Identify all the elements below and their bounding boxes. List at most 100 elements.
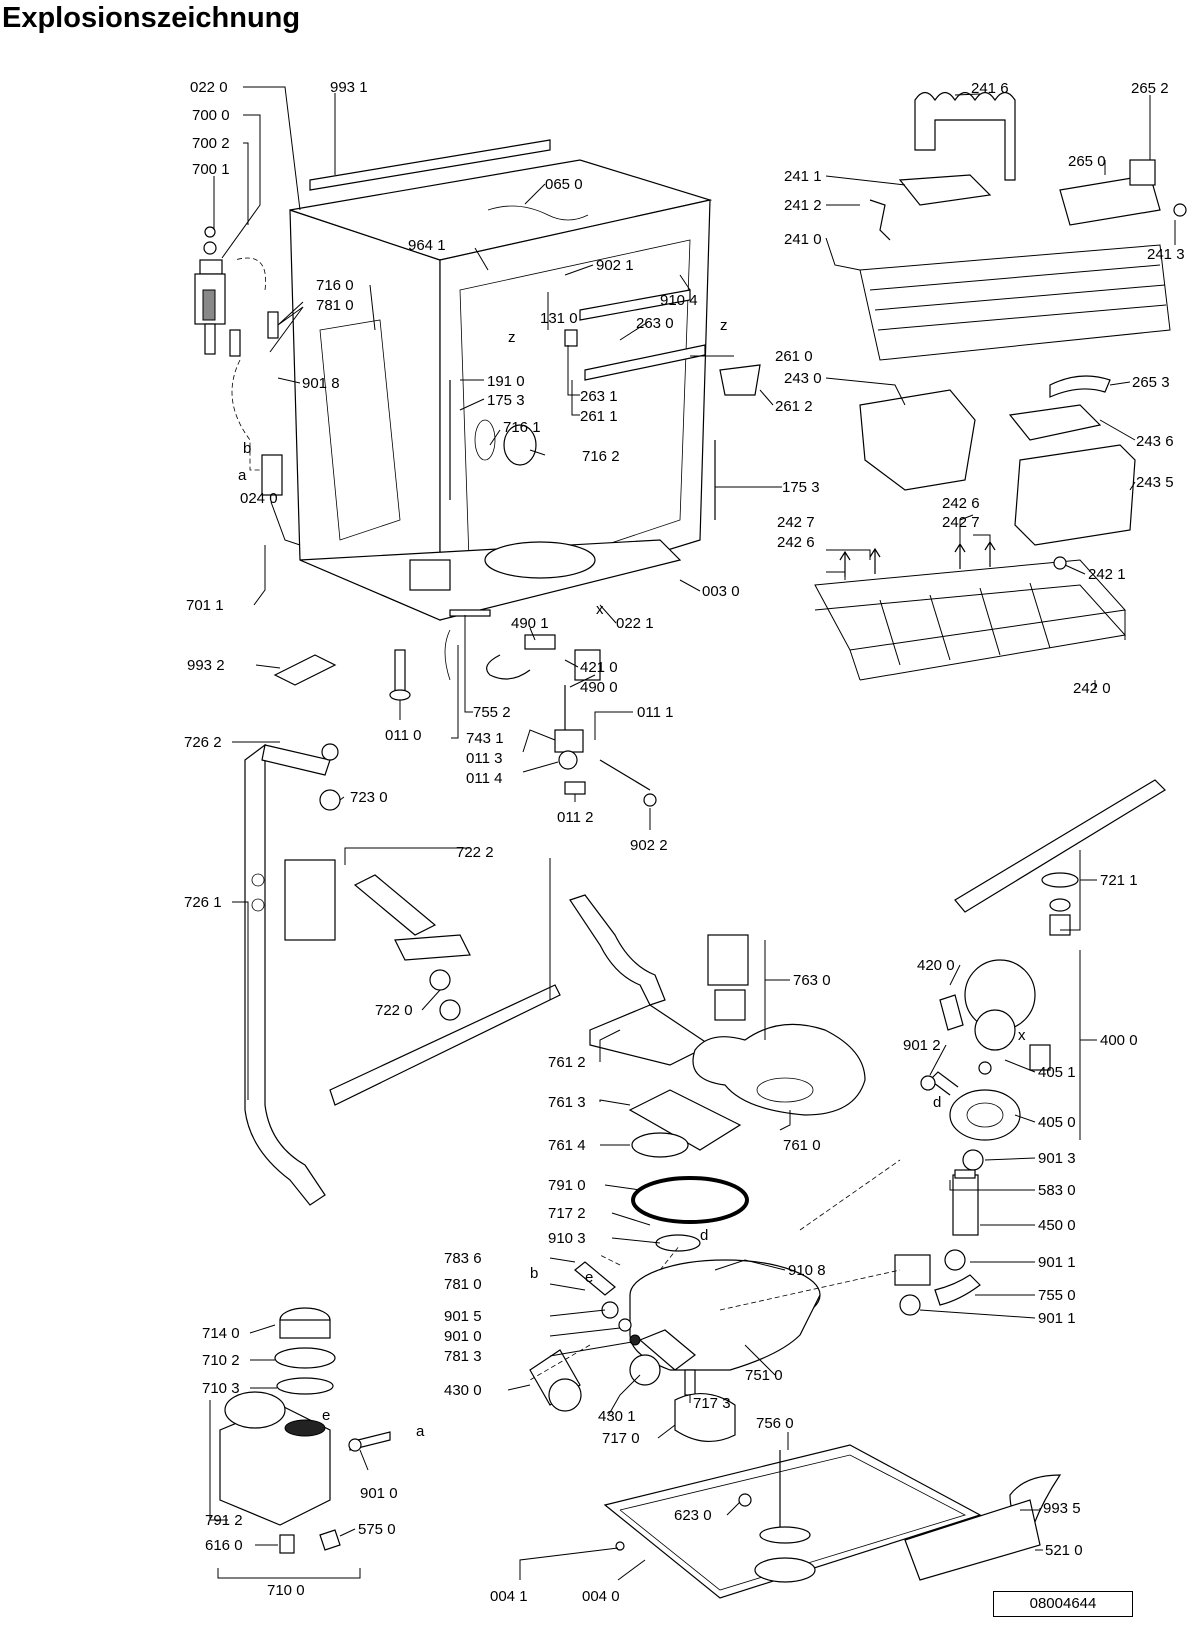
roller-2413	[1173, 203, 1187, 217]
sump-opening	[484, 541, 596, 579]
marker-z1: z	[508, 329, 516, 346]
callout-2413: 241 3	[1147, 246, 1185, 263]
connector-7222	[284, 859, 336, 941]
callout-4500: 450 0	[1038, 1217, 1076, 1234]
rack-2416	[914, 91, 1016, 181]
marker-x2: x	[1018, 1027, 1026, 1044]
spring-9022	[643, 793, 657, 807]
callout-2653: 265 3	[1132, 374, 1170, 391]
callout-7172: 717 2	[548, 1205, 586, 1222]
callout-2650: 265 0	[1068, 153, 1106, 170]
lower-basket-2420	[814, 559, 1126, 651]
callout-7230: 723 0	[350, 789, 388, 806]
marker-a1: a	[238, 467, 247, 484]
callout-7630: 763 0	[793, 972, 831, 989]
callout-7910: 791 0	[548, 1177, 586, 1194]
nut-7220b	[439, 999, 461, 1021]
pump-group	[894, 959, 1051, 1316]
marker-d2: d	[700, 1227, 708, 1244]
callout-1753b: 175 3	[782, 479, 820, 496]
callout-7560: 756 0	[756, 1415, 794, 1432]
bracket-7011	[261, 454, 283, 496]
rail-2611	[584, 344, 706, 381]
handle-2653	[1049, 375, 1111, 398]
rail-2650	[1059, 174, 1161, 226]
holder-7612	[589, 1004, 712, 1066]
callout-0114: 011 4	[466, 770, 502, 787]
clip-2631	[564, 329, 578, 347]
bracket-2612	[719, 364, 761, 396]
callout-5210: 521 0	[1045, 1542, 1083, 1559]
callout-7160: 716 0	[316, 277, 354, 294]
screw-0041	[615, 1541, 625, 1551]
callout-7612: 761 2	[548, 1054, 586, 1071]
sensor-7836	[574, 1261, 616, 1296]
callout-0112: 011 2	[557, 809, 593, 826]
arrow-2426b	[954, 542, 966, 569]
callout-4300: 430 0	[444, 1382, 482, 1399]
callout-9935: 993 5	[1043, 1500, 1081, 1517]
nut-7220a	[429, 969, 451, 991]
seal-7813	[629, 1334, 641, 1346]
callout-2610: 261 0	[775, 348, 813, 365]
connector-9011	[894, 1254, 931, 1286]
callout-9022: 902 2	[630, 837, 668, 854]
pump-housing-4050	[949, 1089, 1021, 1141]
cable-4210	[486, 654, 531, 680]
callout-4900: 490 0	[580, 679, 618, 696]
callout-7103: 710 3	[202, 1380, 240, 1397]
upper-basket-group	[859, 91, 1187, 546]
callout-7100: 710 0	[267, 1582, 305, 1599]
spray-arm-group	[244, 743, 561, 1206]
screw-6230	[738, 1493, 752, 1507]
marker-x1: x	[596, 601, 604, 618]
plate-0112	[564, 781, 586, 795]
tub-assembly	[289, 139, 761, 681]
nozzle-7173	[684, 1369, 696, 1396]
base-group	[603, 1444, 1062, 1599]
callout-9931: 993 1	[330, 79, 368, 96]
callout-7431: 743 1	[466, 730, 504, 747]
part-7172	[655, 1234, 701, 1252]
clamp-9011b	[899, 1294, 921, 1316]
callout-0650: 065 0	[545, 176, 583, 193]
marker-b2: b	[530, 1265, 538, 1282]
callout-2420: 242 0	[1073, 680, 1111, 697]
clamp-9013	[962, 1149, 984, 1171]
foot-0110	[394, 649, 406, 696]
callout-5750: 575 0	[358, 1521, 396, 1538]
callout-7261: 726 1	[184, 894, 222, 911]
callout-9018: 901 8	[302, 375, 340, 392]
callout-9641: 964 1	[408, 237, 446, 254]
callout-7912: 791 2	[205, 1512, 243, 1529]
inlet-4050	[929, 1071, 959, 1096]
coarse-filter-7630	[714, 989, 746, 1021]
callout-2652: 265 2	[1131, 80, 1169, 97]
microfilter-7630	[707, 934, 749, 986]
lower-basket-group	[814, 540, 1126, 681]
callout-6160: 616 0	[205, 1537, 243, 1554]
rack-holder-2411	[898, 174, 992, 206]
marker-a2: a	[416, 1423, 425, 1440]
callout-9013: 901 3	[1038, 1150, 1076, 1167]
callout-7262: 726 2	[184, 734, 222, 751]
callout-0240: 024 0	[240, 490, 278, 507]
bracket-2412	[869, 199, 891, 241]
softener-group	[219, 1307, 391, 1554]
marker-e2: e	[322, 1407, 330, 1424]
hose-7550	[934, 1274, 981, 1306]
grid-2436	[1008, 404, 1102, 441]
leader-lines	[209, 86, 1176, 1581]
callout-2411: 241 1	[784, 168, 822, 185]
callout-0041: 004 1	[490, 1588, 528, 1605]
control-panel-5210	[904, 1499, 1041, 1581]
marker-d1: d	[933, 1094, 941, 1111]
callout-2612: 261 2	[775, 398, 813, 415]
rail-2630	[579, 289, 691, 321]
hose-7431	[444, 629, 451, 681]
gasket-7910	[631, 1176, 749, 1224]
callout-7000: 700 0	[192, 107, 230, 124]
callout-4301: 430 1	[598, 1408, 636, 1425]
tub-side-panel	[319, 319, 401, 541]
callout-2421: 242 1	[1088, 566, 1126, 583]
